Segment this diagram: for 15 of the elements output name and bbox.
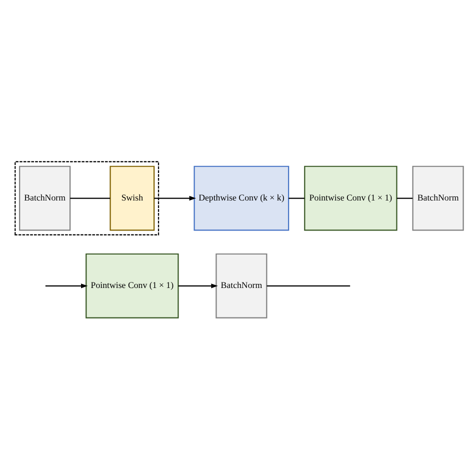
node-box: BatchNorm <box>412 165 464 230</box>
cluster <box>14 160 160 235</box>
arrow <box>45 283 88 288</box>
connector <box>266 284 350 286</box>
node-box: BatchNorm <box>216 252 268 318</box>
arrow <box>154 195 196 200</box>
connector <box>288 197 304 198</box>
node-box: Depthwise Conv (k × k) <box>194 165 290 230</box>
connector <box>396 197 413 198</box>
node-box: Pointwise Conv (1 × 1) <box>86 252 179 318</box>
node-box: Pointwise Conv (1 × 1) <box>304 165 398 230</box>
node-box: BatchNorm <box>19 165 71 230</box>
arrow <box>178 283 218 288</box>
connector <box>70 197 110 198</box>
node-box: Swish <box>110 165 155 230</box>
